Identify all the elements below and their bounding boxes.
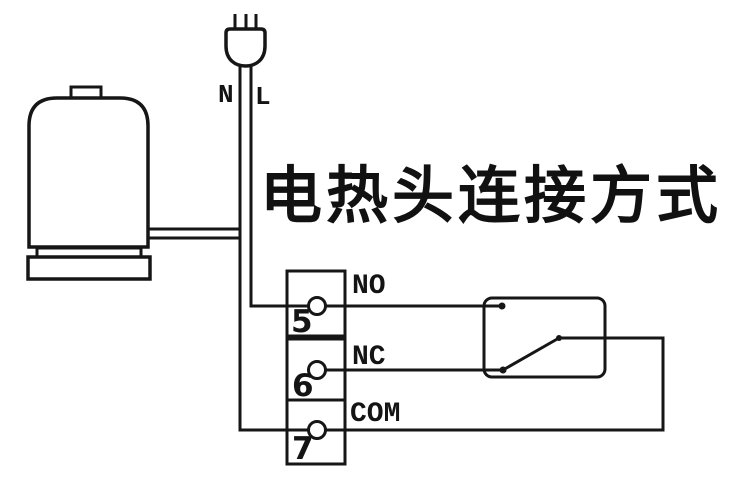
switch-pivot bbox=[556, 335, 562, 341]
terminal-screws bbox=[307, 296, 327, 440]
terminal-number-5: 5 bbox=[291, 304, 313, 340]
live-pin-label: L bbox=[255, 82, 271, 112]
switch-body bbox=[482, 296, 607, 379]
diagram-title: 电热头连接方式 bbox=[260, 159, 723, 232]
terminal-number-7: 7 bbox=[292, 431, 314, 467]
heater-cable-wires bbox=[148, 227, 240, 240]
neutral-wire bbox=[238, 66, 665, 432]
heater-head-body bbox=[27, 96, 150, 249]
heater-head-icon bbox=[26, 85, 152, 281]
no-contact-label: NO bbox=[352, 271, 386, 302]
neutral-pin-label: N bbox=[218, 80, 234, 110]
heater-head-base bbox=[26, 255, 152, 281]
switch-nc-contact bbox=[499, 366, 507, 374]
terminal-screw-5 bbox=[307, 296, 327, 316]
changeover-switch-icon bbox=[482, 296, 607, 379]
nc-contact-label: NC bbox=[352, 342, 386, 373]
terminal-screw-7 bbox=[307, 420, 327, 440]
terminal-number-6: 6 bbox=[292, 368, 314, 404]
power-plug-icon bbox=[224, 27, 267, 68]
terminal-screw-6 bbox=[307, 360, 327, 380]
com-contact-label: COM bbox=[350, 399, 401, 430]
switch-lever bbox=[502, 336, 560, 372]
switch-no-contact bbox=[498, 302, 506, 310]
